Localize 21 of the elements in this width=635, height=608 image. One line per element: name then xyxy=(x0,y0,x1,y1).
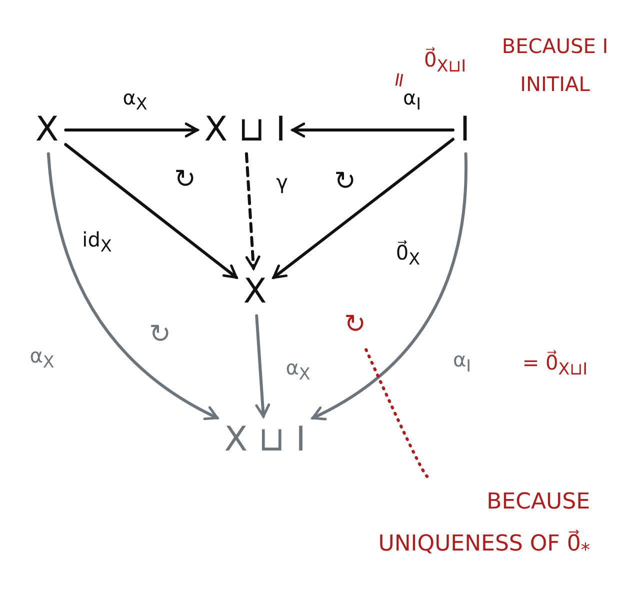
arrow xyxy=(46,152,219,420)
note: BECAUSE I INITIAL xyxy=(500,33,610,98)
formula: = 0⃗$_{X⊔I}$ xyxy=(522,351,588,379)
commutes-mark: ↻ xyxy=(149,320,171,350)
arrow xyxy=(244,152,260,270)
arrow xyxy=(64,143,238,279)
note: BECAUSE UNIQUENESS OF 0⃗$_{*}$ xyxy=(366,480,594,570)
arrow xyxy=(255,314,270,418)
object-label: X ⊔ I xyxy=(200,109,290,151)
object-label: X xyxy=(239,271,271,313)
arrow xyxy=(311,152,468,420)
arrow xyxy=(291,122,454,138)
commutes-mark: ↻ xyxy=(340,308,370,342)
commutes-mark: ↻ xyxy=(334,168,356,196)
arrow xyxy=(64,122,199,138)
object-label: X ⊔ I xyxy=(220,419,310,461)
object-label: X xyxy=(31,109,63,151)
formula: 0⃗$_{X⊔I}$ xyxy=(424,48,466,76)
commutes-mark: ↻ xyxy=(174,166,196,194)
object-label: I xyxy=(456,109,474,151)
arrow xyxy=(272,138,454,280)
